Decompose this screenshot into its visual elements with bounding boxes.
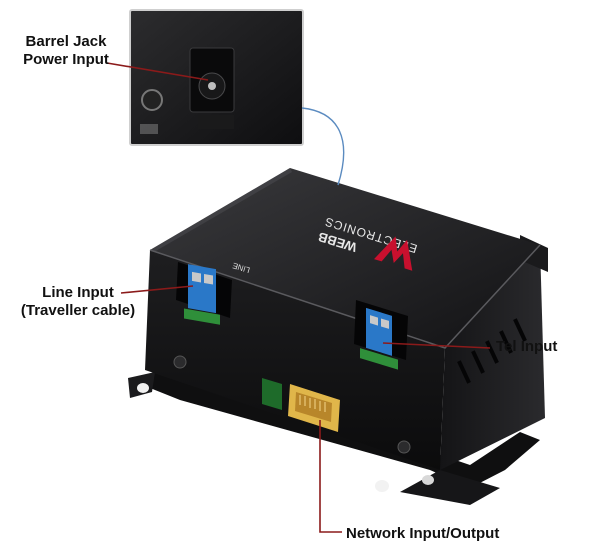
callout-tel-input (382, 342, 491, 349)
callout-network (319, 420, 342, 533)
line-terminal-block (184, 264, 220, 325)
label-line-input-line2: (Traveller cable) (20, 302, 136, 319)
label-network: Network Input/Output (346, 525, 500, 542)
callout-barrel-jack (106, 62, 209, 81)
enclosure-top (150, 168, 540, 348)
barrel-jack-inset (129, 9, 304, 146)
label-tel-input: Tel Input (496, 338, 558, 355)
label-barrel-jack-line1: Barrel Jack (25, 33, 107, 50)
mounting-hole (422, 475, 434, 485)
label-barrel-jack: Barrel Jack Power Input (10, 33, 122, 69)
label-line-input: Line Input (Traveller cable) (8, 284, 148, 320)
mounting-hole (137, 383, 149, 393)
vent-slots (457, 318, 527, 384)
screw (173, 355, 187, 369)
label-barrel-jack-line2: Power Input (23, 51, 109, 68)
inset-connector-curve (301, 107, 345, 186)
mounting-hole (375, 480, 389, 492)
screw (397, 440, 411, 454)
label-line-input-line1: Line Input (42, 284, 114, 301)
rj45-network-port (262, 378, 340, 432)
webb-w-logo-icon (374, 236, 413, 271)
inset-screw (141, 89, 163, 111)
callout-line-input (120, 285, 194, 294)
